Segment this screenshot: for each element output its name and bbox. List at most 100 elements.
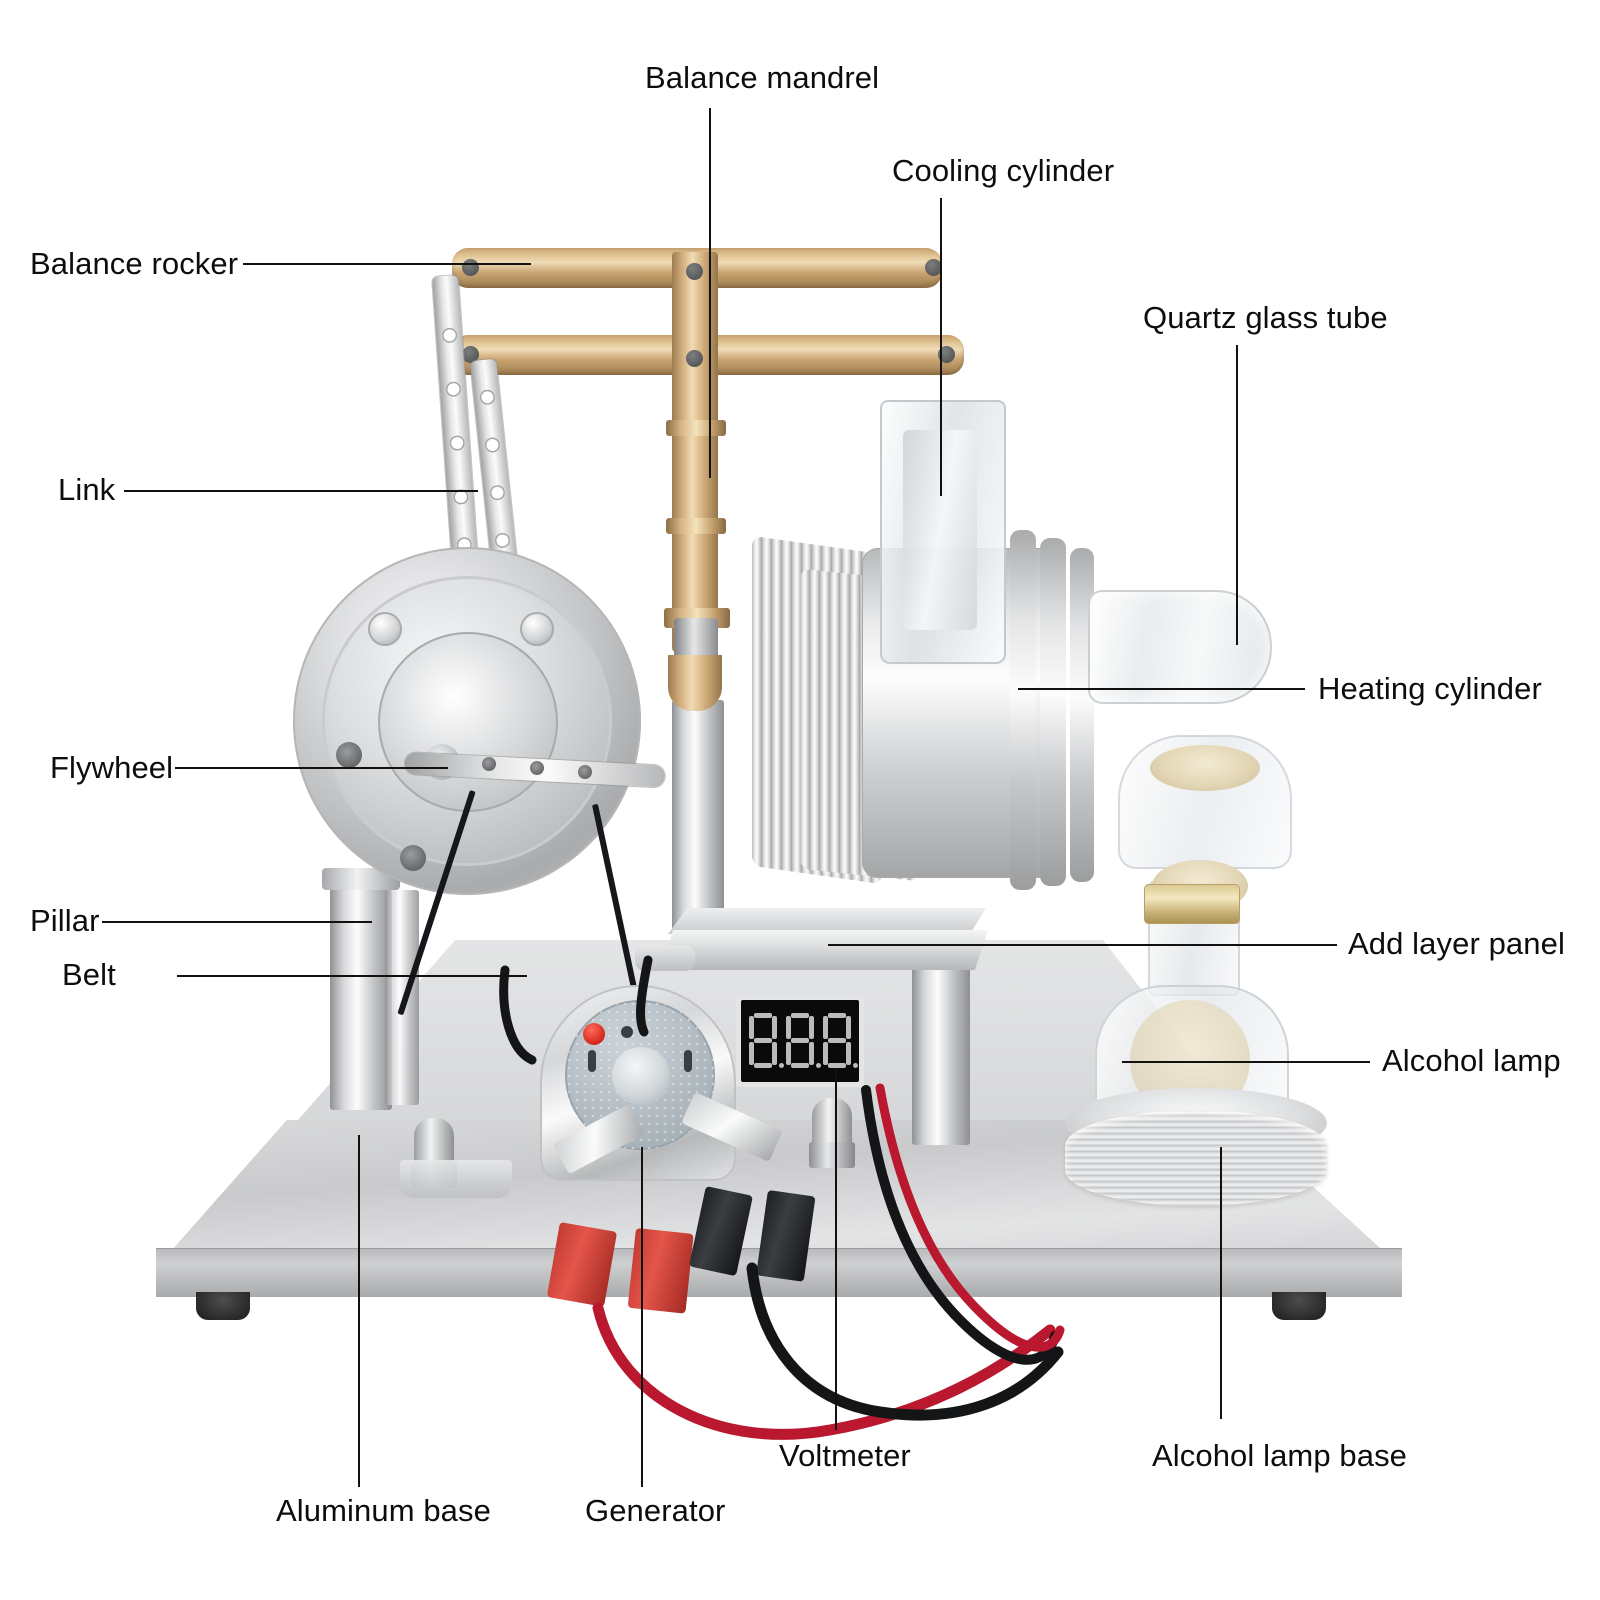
alligator-clip-left [553,1103,645,1175]
generator-hole-bottom [618,1120,630,1132]
leader-pillar [102,921,372,923]
cylinder-rib-3 [1070,548,1094,882]
balance-rocker-lower [452,335,964,375]
base-bolt-right-dome [812,1098,852,1152]
alcohol-lamp-collar [1144,884,1240,924]
generator-face-texture [565,1000,715,1150]
aluminum-base-upper-surface [280,940,1259,1140]
crank-hole-2 [530,761,544,775]
clip-black-2 [756,1190,816,1282]
clip-red-1 [546,1222,618,1307]
flywheel-axle [424,744,460,780]
label-flywheel: Flywheel [50,750,174,785]
label-alcohol-lamp: Alcohol lamp [1382,1043,1561,1078]
flywheel-hole-1 [336,742,362,768]
wire-voltmeter-red [875,1083,1065,1352]
cooling-cylinder-fins [752,535,882,885]
generator-hole-top [621,1026,633,1038]
label-pillar: Pillar [30,903,100,938]
link-hole [442,579,459,596]
alcohol-lamp-glass [1095,985,1289,1157]
label-add-layer-panel: Add layer panel [1348,926,1565,961]
leader-balance-mandrel [709,108,711,478]
wire-red [592,1302,1056,1440]
leader-alcohol-lamp [1122,1061,1370,1063]
balance-mandrel [672,252,718,652]
pillar-left-back [385,890,419,1105]
lamp-wick-coil [1130,1000,1250,1120]
generator-housing [540,985,736,1181]
cylinder-rib-2 [1040,538,1066,886]
leader-flywheel [175,767,448,769]
label-quartz-glass-tube: Quartz glass tube [1143,300,1388,335]
voltmeter-digit-2 [785,1013,821,1069]
add-layer-panel-upper [668,908,986,934]
label-aluminum-base: Aluminum base [276,1493,491,1528]
label-link: Link [58,472,116,507]
alcohol-lamp-upper-glass [1118,735,1292,869]
alligator-clip-right [681,1091,783,1163]
flywheel-hub [378,632,558,812]
lamp-wick-top [1150,745,1260,791]
link-hole [441,327,458,344]
pillar-center [672,700,724,970]
link-hole [434,723,451,740]
leader-alcohol-lamp-base [1220,1147,1222,1419]
link-strip-left [432,275,479,567]
voltmeter-digit-3 [822,1013,858,1069]
leader-belt [177,975,527,977]
link-hole [478,389,496,406]
voltmeter-display [741,1000,859,1082]
quartz-glass-tube [880,400,1006,664]
rocker-pin-upper-left [462,259,479,276]
wire-gen-right [636,955,653,1037]
clip-black-1 [688,1186,753,1277]
generator-shaft-boss [612,1047,670,1105]
pillar-left-cap [322,868,400,890]
alcohol-lamp-base [1065,1110,1327,1206]
alcohol-lamp-base-top [1065,1088,1327,1158]
mandrel-pin-upper [686,263,703,280]
leader-link [124,490,478,492]
base-bracket-left [400,1160,512,1198]
leader-generator [641,1147,643,1487]
link-hole [437,675,454,692]
link-strip-connecting [428,555,464,777]
pillar-right [912,960,970,1145]
cylinder-rib-1 [1010,530,1036,890]
generator-slot-right [684,1050,692,1072]
wire-gen-left [499,965,537,1065]
alcohol-lamp-neck [1148,880,1240,996]
link-strip-right [470,358,520,591]
base-bolt-left-hex [411,1162,457,1188]
heating-cylinder-glass [1088,590,1272,704]
link-hole [448,435,465,452]
rocker-pin-lower-left [462,346,479,363]
link-hole [488,484,506,502]
voltmeter-housing [736,995,864,1087]
label-belt: Belt [62,957,116,992]
leader-heating-cylinder [1018,688,1305,690]
link-hole [455,536,472,553]
leader-cooling-cylinder [940,198,942,496]
cooling-cylinder-fins-2 [800,568,920,882]
label-alcohol-lamp-base: Alcohol lamp base [1152,1438,1408,1473]
link-hole [444,381,461,398]
label-generator: Generator [585,1493,726,1528]
mandrel-ring-1 [666,420,726,436]
crank-arm [404,752,666,788]
label-heating-cylinder: Heating cylinder [1318,671,1542,706]
flywheel-hole-2 [400,845,426,871]
base-foot-right [1272,1292,1326,1320]
clip-red-2 [627,1228,694,1314]
link-hole [483,436,501,454]
base-foot-left [196,1292,250,1320]
pillar-left [330,880,392,1110]
mandrel-ring-2 [666,518,726,534]
add-layer-panel [660,930,988,970]
panel-tab-left [635,945,695,971]
label-balance-rocker: Balance rocker [30,246,239,281]
